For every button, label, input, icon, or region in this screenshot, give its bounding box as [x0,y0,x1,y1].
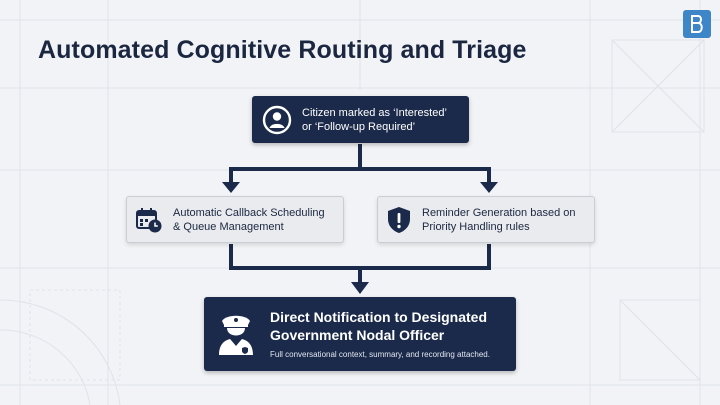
reminder-generation-label: Reminder Generation based on Priority Ha… [422,206,576,233]
calendar-clock-icon [135,206,163,234]
arrow-head-bottom [351,282,369,294]
reminder-generation-node: Reminder Generation based on Priority Ha… [377,196,595,243]
shield-alert-icon [386,206,412,234]
user-icon [262,105,292,135]
nodal-officer-title: Direct Notification to Designated Govern… [270,309,488,343]
logo-icon [683,10,711,38]
officer-icon [216,311,256,357]
citizen-interested-node: Citizen marked as ‘Interested’ or ‘Follo… [252,96,469,143]
page-title: Automated Cognitive Routing and Triage [38,36,527,64]
arrow-head-left [222,182,240,193]
callback-scheduling-node: Automatic Callback Scheduling & Queue Ma… [126,196,344,243]
nodal-officer-notification-node: Direct Notification to Designated Govern… [204,297,516,371]
nodal-officer-text: Direct Notification to Designated Govern… [270,308,490,360]
arrow-head-right [480,182,498,193]
citizen-interested-label: Citizen marked as ‘Interested’ or ‘Follo… [302,106,447,133]
nodal-officer-subtitle: Full conversational context, summary, an… [270,350,490,359]
callback-scheduling-label: Automatic Callback Scheduling & Queue Ma… [173,206,325,233]
